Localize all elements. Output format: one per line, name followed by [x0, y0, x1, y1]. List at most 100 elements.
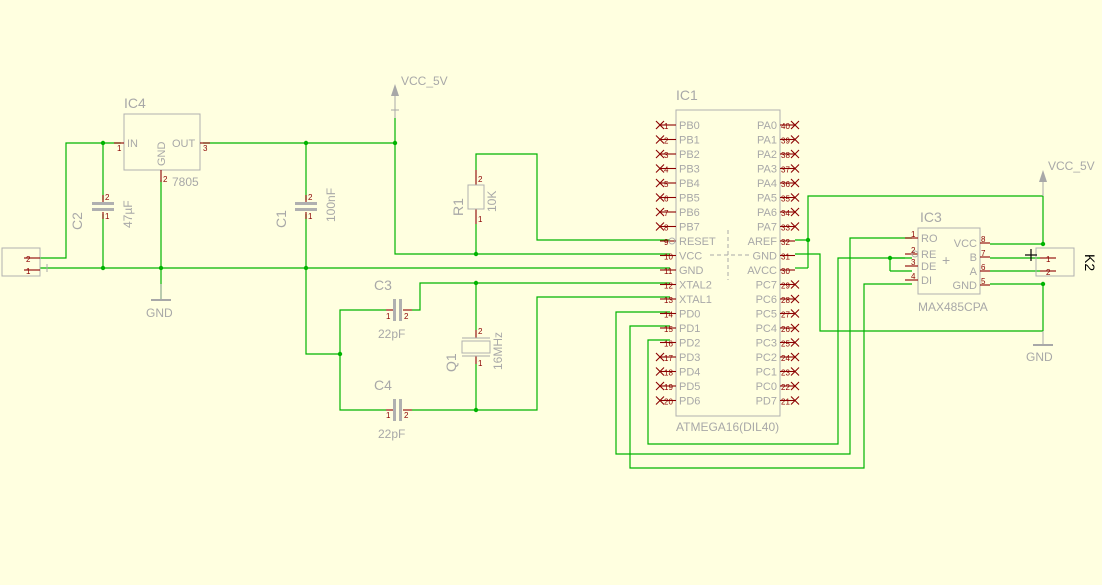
- junctions: [100, 140, 1046, 413]
- ic1-pin-label: PD0: [679, 309, 700, 321]
- ic1-pin-label: PC3: [756, 338, 777, 350]
- ic4-num-in: 1: [117, 144, 122, 153]
- c4-capacitor[interactable]: 1 2 C4 22pF: [374, 377, 412, 441]
- ic3-pin-label: GND: [953, 280, 978, 292]
- ic3-pin-num: 1: [911, 230, 916, 239]
- ic1-pin-label: PA2: [757, 149, 777, 161]
- ic3-pin-num: 3: [911, 258, 916, 267]
- ic1-pin-label: PB2: [679, 149, 700, 161]
- k2-connector[interactable]: 1 2 K2: [1025, 247, 1098, 277]
- ic1-pin-label: PC0: [756, 381, 777, 393]
- ic1-pin-label: PB0: [679, 120, 700, 132]
- svg-text:2: 2: [1046, 268, 1051, 277]
- ic1-pin-label: PC4: [756, 323, 777, 335]
- ic1-pin-label: PC5: [756, 309, 777, 321]
- ic4-regulator[interactable]: IC4 7805 IN OUT GND 1 3 2: [114, 95, 210, 189]
- ic3-pin-7[interactable]: 7B: [970, 249, 990, 264]
- ic1-pin-label: PD6: [679, 396, 700, 408]
- ic1-pin-label: PA1: [757, 135, 777, 147]
- ic1-pin-label: AVCC: [747, 265, 777, 277]
- ic1-pin-num: 17: [664, 354, 673, 363]
- r1-value: 10K: [485, 191, 499, 212]
- ic1-pin-25[interactable]: 25 PC3: [756, 338, 800, 350]
- ic4-value: 7805: [172, 175, 199, 189]
- ic1-pin-num: 25: [781, 340, 790, 349]
- ic1-pin-num: 13: [664, 296, 673, 305]
- ic1-pin-num: 18: [664, 369, 673, 378]
- c3-capacitor[interactable]: 1 2 C3 22pF: [374, 277, 412, 341]
- ic1-pin-label: PA0: [757, 120, 777, 132]
- ic1-pin-num: 8: [664, 224, 669, 233]
- ic1-pin-label: PB3: [679, 164, 700, 176]
- c2-capacitor[interactable]: 2 1 C2 47µF: [69, 193, 135, 230]
- ic3-pin-6[interactable]: 6A: [970, 263, 990, 278]
- svg-text:2: 2: [308, 193, 313, 202]
- ic1-pin-label: PC7: [756, 280, 777, 292]
- ic1-pin-num: 1: [664, 122, 669, 131]
- ic1-pin-num: 35: [781, 195, 790, 204]
- ic4-num-out: 3: [203, 144, 208, 153]
- svg-text:1: 1: [1046, 255, 1051, 264]
- ic1-pin-label: PA3: [757, 164, 777, 176]
- c2-value: 47µF: [121, 200, 135, 228]
- r1-resistor[interactable]: 2 1 R1 10K: [450, 170, 499, 224]
- ic1-pin-label: PC6: [756, 294, 777, 306]
- ic3-pin-label: DI: [921, 275, 932, 287]
- c1-capacitor[interactable]: 2 1 C1 100nF: [273, 188, 338, 228]
- ic3-value: MAX485CPA: [918, 300, 988, 314]
- vcc-symbol-2: VCC_5V: [1039, 159, 1095, 196]
- gnd-label-1: GND: [146, 306, 173, 320]
- ic1-pin-num: 34: [781, 209, 790, 218]
- ic1-pin-num: 9: [664, 238, 669, 247]
- k1-connector[interactable]: 2 1: [1, 247, 48, 277]
- ic1-pin-1[interactable]: 1 PB0: [655, 120, 700, 132]
- q1-crystal[interactable]: 2 1 Q1 16MHz: [443, 327, 505, 372]
